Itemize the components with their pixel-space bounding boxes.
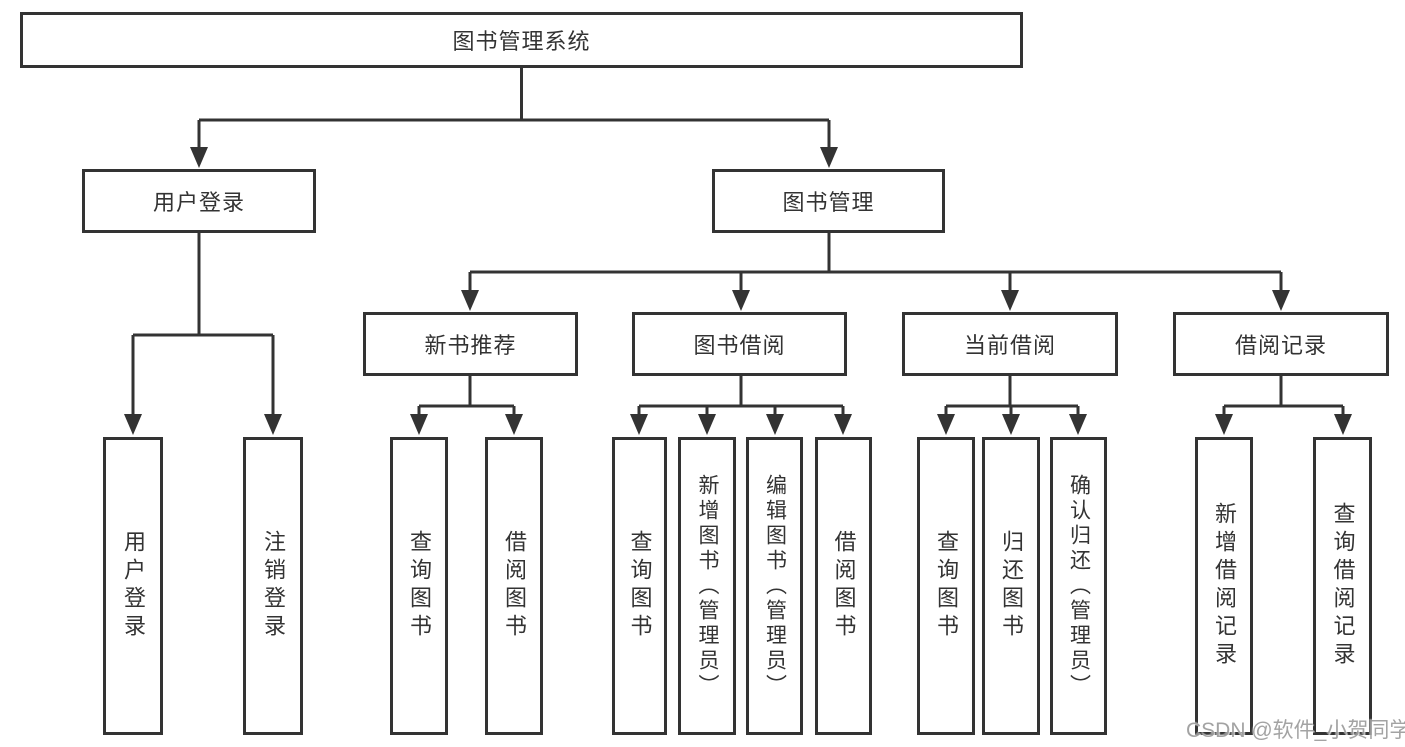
node-query-books-recommend: 查询图书: [390, 437, 448, 735]
node-query-borrow-record: 查询借阅记录: [1313, 437, 1372, 735]
node-library-management-system: 图书管理系统: [20, 12, 1023, 68]
arrow-down-icons: [124, 147, 1352, 435]
node-logout: 注销登录: [243, 437, 303, 735]
connector-records-to-leaves: [1222, 376, 1345, 419]
node-user-login-branch: 用户登录: [82, 169, 316, 233]
connector-newrec-to-leaves: [417, 376, 516, 419]
node-book-management: 图书管理: [712, 169, 945, 233]
node-add-books-admin: 新增图书（管理员）: [678, 437, 736, 735]
node-borrow-books-borrowing: 借阅图书: [815, 437, 872, 735]
node-confirm-return-admin: 确认归还（管理员）: [1050, 437, 1107, 735]
connector-current-to-leaves: [944, 376, 1080, 419]
connector-userlogin-to-leaves: [131, 233, 275, 419]
node-edit-books-admin: 编辑图书（管理员）: [746, 437, 803, 735]
connector-borrow-to-leaves: [637, 376, 845, 419]
node-current-borrowing: 当前借阅: [902, 312, 1118, 376]
node-query-books-borrowing: 查询图书: [612, 437, 667, 735]
node-query-books-current: 查询图书: [917, 437, 975, 735]
node-add-borrow-record: 新增借阅记录: [1195, 437, 1253, 735]
node-user-login-leaf: 用户登录: [103, 437, 163, 735]
node-return-books: 归还图书: [982, 437, 1040, 735]
connector-root-to-level2: [197, 68, 831, 151]
node-borrow-books-recommend: 借阅图书: [485, 437, 543, 735]
node-new-book-recommend: 新书推荐: [363, 312, 578, 376]
node-book-borrowing: 图书借阅: [632, 312, 847, 376]
node-borrow-records: 借阅记录: [1173, 312, 1389, 376]
csdn-watermark: CSDN @软件_小贺同学: [1186, 719, 1405, 742]
connector-bookmgmt-to-level3: [468, 233, 1283, 294]
